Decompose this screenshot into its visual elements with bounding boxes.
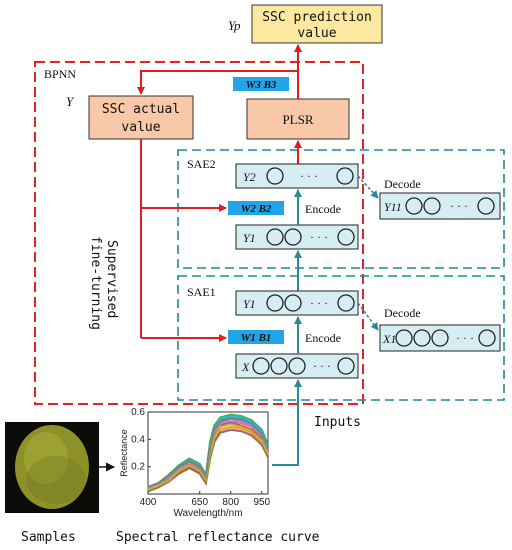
y1-symbol: Y1 [243,231,256,245]
x-tick-label: 950 [253,497,270,508]
ssc-prediction-line2: value [297,26,336,41]
neuron-circle [477,197,495,215]
feedback-to-actual-arrow [137,70,298,95]
sae1-encode-label: Encode [305,331,341,345]
neuron-circle [423,197,441,215]
y2-symbol: Y2 [243,170,256,184]
x-node-box: X · · · [235,353,359,379]
x1-decode-box: X1 · · · [379,324,501,352]
sample-fruit-highlight [24,432,68,484]
sae2-decode-arrow [357,175,379,199]
ssc-actual-box [88,95,194,140]
bpnn-boundary [34,61,364,405]
neuron-circle [336,167,354,185]
neuron-circle [266,294,284,312]
y-axis-label: Reflectance [119,429,129,477]
y-tick-label: 0.4 [131,434,145,445]
yp-symbol: Yp [228,18,241,33]
neuron-circle [337,228,355,246]
w3-b3-tag [233,77,289,91]
y-tick-label: 0.2 [131,462,145,473]
neuron-circle [478,329,496,347]
sae1-boundary [177,275,505,401]
neuron-circle [266,228,284,246]
supervised-line2: fine-turning [88,236,103,330]
ellipsis: · · · [313,359,331,373]
x-symbol: X [241,360,250,374]
sae1-decode-label: Decode [384,306,421,320]
neuron-circle [413,329,431,347]
ssc-actual-line2: value [121,120,160,135]
w2-b2-tag [228,201,284,215]
sample-fruit-shade [26,456,86,504]
ellipsis: · · · [310,230,328,244]
plsr-label: PLSR [282,112,313,127]
ellipsis: · · · [300,169,318,183]
w3-b3-label: W3 B3 [246,79,277,91]
y1-symbol: Y1 [243,297,256,311]
series-line [147,423,270,491]
w1-b1-tag [228,330,284,344]
y1-node-box-sae2: Y1 · · · [235,224,359,250]
neuron-circle [405,197,423,215]
y1-node-box-sae1: Y1 · · · [235,290,359,316]
x-tick-label: 650 [191,497,208,508]
ellipsis: · · · [456,331,474,345]
neuron-circle [337,357,355,375]
sae1-label: SAE1 [187,285,216,299]
samples-label: Samples [21,530,76,545]
y-tick-label: 0.6 [131,407,145,418]
neuron-circle [266,167,284,185]
x-tick-label: 400 [140,497,157,508]
y11-decode-box: Y11 · · · [379,192,501,220]
x1-symbol: X1 [382,332,396,346]
neuron-circle [395,329,413,347]
y11-symbol: Y11 [384,200,402,214]
y2-node-box: Y2 · · · [235,163,359,189]
sae2-label: SAE2 [187,157,216,171]
inputs-arrow [272,379,302,466]
inputs-label: Inputs [314,415,361,430]
sae2-decode-label: Decode [384,177,421,191]
neuron-circle [252,357,270,375]
ssc-actual-line1: SSC actual [102,102,180,117]
ssc-prediction-line1: SSC prediction [262,10,372,25]
x-tick-label: 800 [222,497,239,508]
sae2-encode-label: Encode [305,202,341,216]
neuron-circle [337,294,355,312]
neuron-circle [288,357,306,375]
ssc-prediction-box [251,4,383,44]
x-axis-label: Wavelength/nm [173,508,242,519]
spectral-label: Spectral reflectance curve [116,530,320,545]
neuron-circle [270,357,288,375]
supervised-line1: Supervised [104,240,119,318]
w2-b2-label: W2 B2 [241,203,272,215]
bpnn-label: BPNN [44,67,76,81]
ellipsis: · · · [310,296,328,310]
sae1-decode-arrow [357,302,379,331]
series-line [147,417,270,489]
neuron-circle [431,329,449,347]
ellipsis: · · · [450,199,468,213]
plsr-box [246,98,350,140]
w1-b1-label: W1 B1 [241,332,272,344]
y-actual-symbol: Y [66,94,75,109]
neuron-circle [284,294,302,312]
neuron-circle [284,228,302,246]
